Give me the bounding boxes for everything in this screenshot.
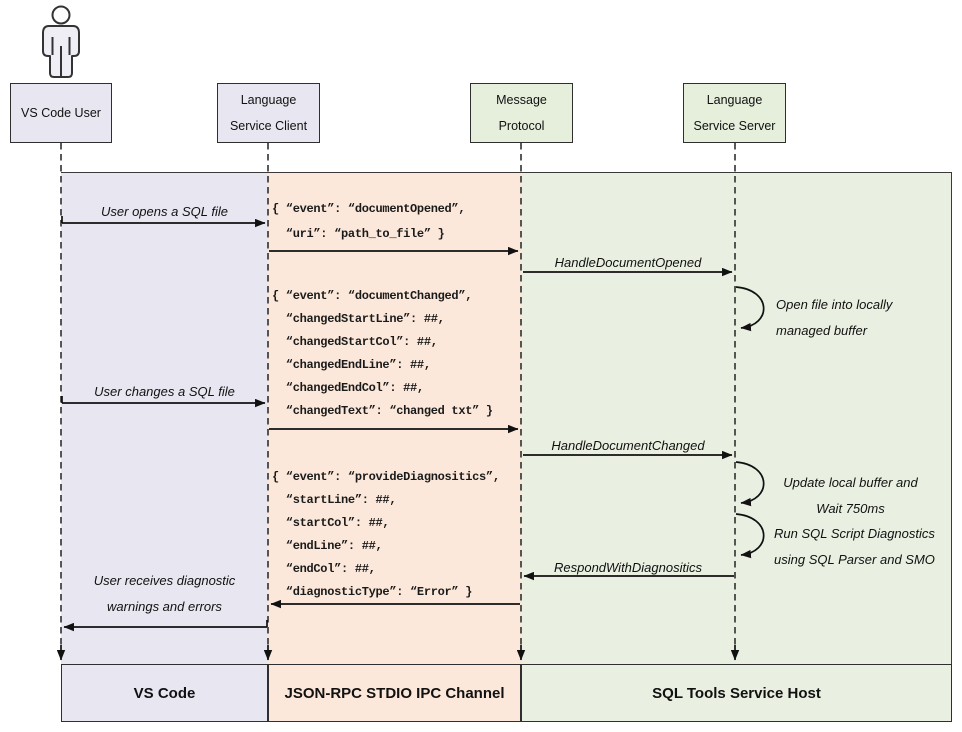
footer-box-service-host: SQL Tools Service Host [521,664,952,722]
header-label: Language [706,93,763,107]
header-box-message-protocol: Message Protocol [470,83,573,143]
note-line: Wait 750ms [816,500,885,516]
label-user-opens: User opens a SQL file [101,204,228,219]
payload-line: “changedText”: “changed txt” } [272,404,493,418]
header-label: VS Code User [21,106,101,120]
header-box-language-service-server: Language Service Server [683,83,786,143]
payload-line: “changedEndCol”: ##, [272,381,424,395]
footer-label: JSON-RPC STDIO IPC Channel [284,684,505,702]
header-label: Service Client [229,119,308,133]
header-label: Message [496,93,547,107]
note-line: managed buffer [776,322,868,338]
payload-line: “startCol”: ##, [272,516,390,530]
payload-document-changed: { “event”: “documentChanged”, “changedSt… [272,285,493,423]
header-label: Protocol [498,119,545,133]
lane-vscode [61,173,268,664]
header-box-language-service-client: Language Service Client [217,83,320,143]
note-open-file: Open file into locally managed buffer [776,292,892,343]
payload-line: “endCol”: ##, [272,562,376,576]
label-line: warnings and errors [107,598,222,614]
payload-line: { “event”: “provideDiagnositics”, [272,470,500,484]
payload-line: “endLine”: ##, [272,539,383,553]
label-line: User receives diagnostic [93,573,236,588]
note-line: Update local buffer and [783,475,918,490]
payload-line: “changedStartLine”: ##, [272,312,445,326]
footer-box-ipc-channel: JSON-RPC STDIO IPC Channel [268,664,521,722]
payload-line: “diagnosticType”: “Error” } [272,585,473,599]
note-line: Run SQL Script Diagnostics [774,526,935,541]
payload-line: “uri”: “path_to_file” } [272,227,445,241]
payload-provide-diagnostics: { “event”: “provideDiagnositics”, “start… [272,466,500,604]
lane-ipc-channel [268,173,521,664]
label-user-receives: User receives diagnostic warnings and er… [61,568,268,619]
footer-label: SQL Tools Service Host [652,684,821,702]
label-handle-document-opened: HandleDocumentOpened [554,255,702,270]
payload-line: “changedStartCol”: ##, [272,335,438,349]
note-line: using SQL Parser and SMO [774,551,935,567]
lane-service-host [521,173,951,664]
note-line: Open file into locally [776,297,893,312]
label-respond-with-diagnostics: RespondWithDiagnositics [553,560,702,575]
footer-label: VS Code [133,684,196,702]
payload-document-opened: { “event”: “documentOpened”, “uri”: “pat… [272,197,466,247]
payload-line: { “event”: “documentOpened”, [272,202,466,216]
label-handle-document-changed: HandleDocumentChanged [551,438,705,453]
label-user-changes: User changes a SQL file [94,384,235,399]
payload-line: “changedEndLine”: ##, [272,358,431,372]
header-label: Service Server [693,119,776,133]
payload-line: “startLine”: ##, [272,493,397,507]
note-update-buffer: Update local buffer and Wait 750ms [768,470,933,521]
note-run-diagnostics: Run SQL Script Diagnostics using SQL Par… [774,521,935,572]
payload-line: { “event”: “documentChanged”, [272,289,473,303]
header-label: Language [240,93,297,107]
person-icon [42,5,80,78]
header-box-vscode-user: VS Code User [10,83,112,143]
lane-band [61,172,952,664]
footer-box-vscode: VS Code [61,664,268,722]
